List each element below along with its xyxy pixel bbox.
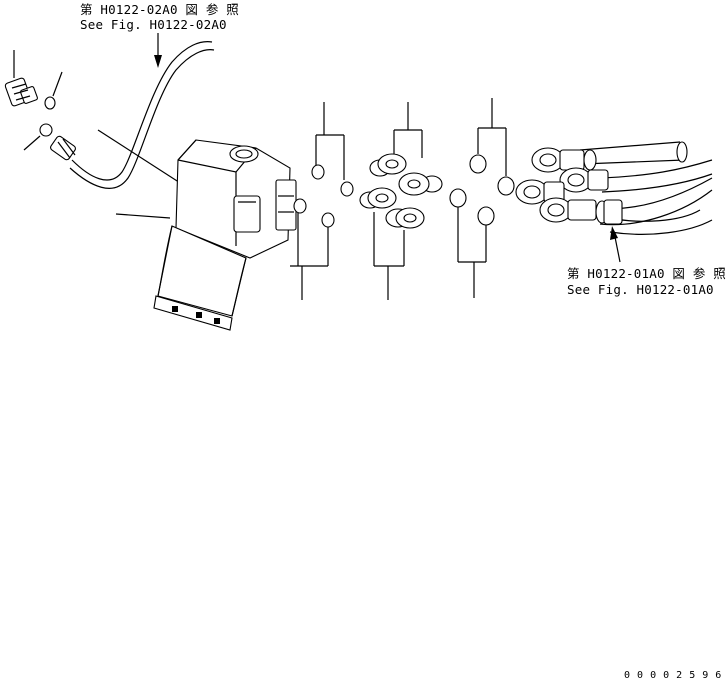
callout-arrow-top	[154, 33, 162, 68]
fittings-group	[359, 102, 443, 300]
drawing-number: 0 0 0 0 2 5 9 6	[624, 670, 722, 681]
callout-right-jp: 第 H0122-01A0 図 参 照	[567, 266, 726, 281]
o-ring-left	[23, 71, 63, 151]
hose-assembly	[515, 141, 713, 235]
solenoid-valve	[153, 139, 297, 331]
leader-lines	[97, 129, 189, 219]
pilot-tube	[50, 41, 215, 189]
callout-top-en: See Fig. H0122-02A0	[80, 17, 227, 32]
callout-top-jp: 第 H0122-02A0 図 参 照	[80, 2, 239, 17]
gasket-2	[449, 98, 515, 298]
callout-arrow-right	[610, 226, 621, 263]
callout-right-en: See Fig. H0122-01A0	[567, 282, 714, 297]
gasket-1	[290, 102, 354, 300]
left-fitting	[4, 50, 38, 107]
